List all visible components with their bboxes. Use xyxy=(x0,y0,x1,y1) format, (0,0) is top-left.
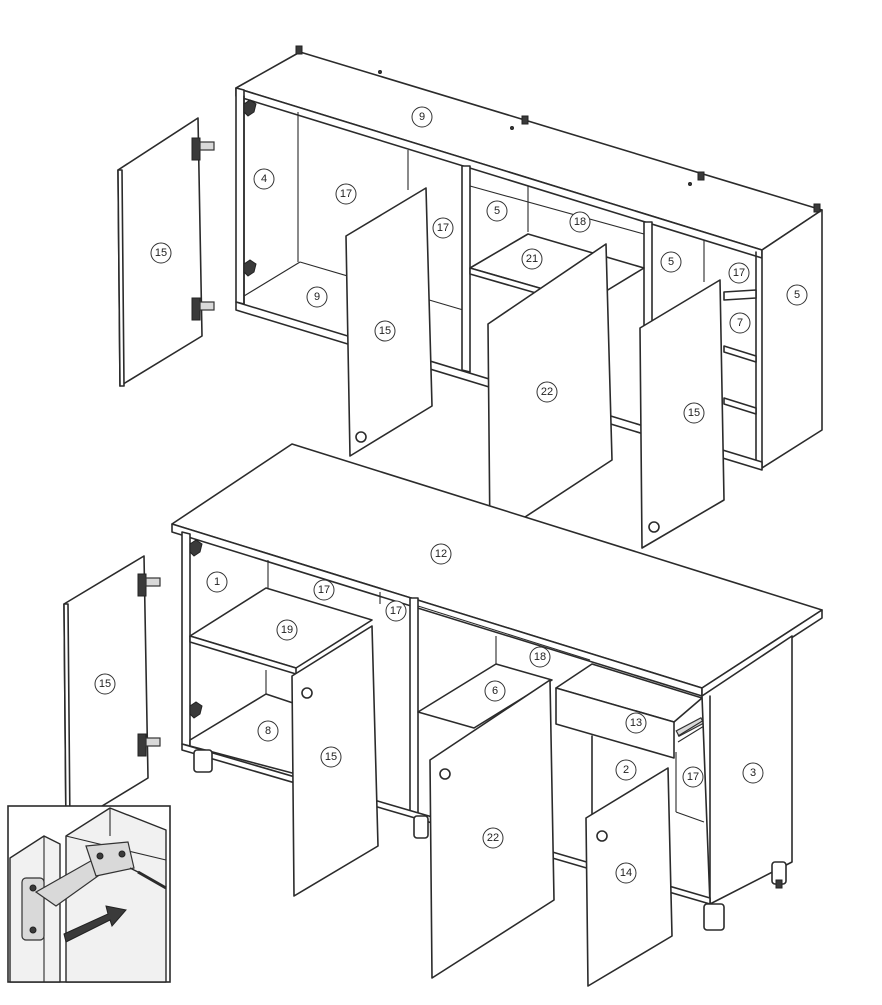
svg-text:15: 15 xyxy=(99,678,111,690)
part-marker: 1 xyxy=(206,571,228,593)
svg-text:2: 2 xyxy=(623,764,629,776)
upper-hinge-plates xyxy=(243,99,257,277)
part-marker: 18 xyxy=(569,211,591,233)
part-marker: 15 xyxy=(150,242,172,264)
part-marker: 17 xyxy=(335,183,357,205)
svg-text:17: 17 xyxy=(390,605,402,617)
part-marker: 8 xyxy=(257,720,279,742)
svg-text:13: 13 xyxy=(630,717,642,729)
svg-text:19: 19 xyxy=(281,624,293,636)
upper-top-panel xyxy=(235,51,823,251)
part-marker: 5 xyxy=(486,200,508,222)
svg-text:17: 17 xyxy=(318,584,330,596)
svg-text:15: 15 xyxy=(379,325,391,337)
svg-text:18: 18 xyxy=(574,216,586,228)
part-marker: 17 xyxy=(728,262,750,284)
part-marker: 9 xyxy=(411,106,433,128)
svg-text:9: 9 xyxy=(314,291,320,303)
svg-text:22: 22 xyxy=(541,386,553,398)
svg-text:9: 9 xyxy=(419,111,425,123)
svg-text:15: 15 xyxy=(688,407,700,419)
part-marker: 15 xyxy=(94,673,116,695)
svg-text:4: 4 xyxy=(261,173,267,185)
part-marker: 3 xyxy=(742,762,764,784)
svg-text:15: 15 xyxy=(155,247,167,259)
part-marker: 14 xyxy=(615,862,637,884)
part-marker: 9 xyxy=(306,286,328,308)
upper-right-side-panel xyxy=(761,209,823,469)
lower-shelf-6 xyxy=(417,663,553,729)
part-marker: 21 xyxy=(521,248,543,270)
part-marker: 17 xyxy=(385,600,407,622)
svg-text:12: 12 xyxy=(435,548,447,560)
push-arrow xyxy=(63,905,127,943)
svg-text:1: 1 xyxy=(214,576,220,588)
part-marker: 4 xyxy=(253,168,275,190)
svg-text:22: 22 xyxy=(487,832,499,844)
part-marker: 15 xyxy=(374,320,396,342)
svg-text:5: 5 xyxy=(494,205,500,217)
svg-text:21: 21 xyxy=(526,253,538,265)
lower-divider xyxy=(409,597,419,819)
legs xyxy=(193,749,787,931)
lower-left-door xyxy=(63,555,161,829)
upper-left-side-panel xyxy=(235,87,245,305)
part-marker: 7 xyxy=(729,312,751,334)
part-marker: 18 xyxy=(529,646,551,668)
part-markers: 9 4 17 15 17 5 18 21 5 17 5 7 9 15 22 15… xyxy=(94,106,808,884)
part-marker: 5 xyxy=(786,284,808,306)
svg-text:17: 17 xyxy=(733,267,745,279)
part-marker: 15 xyxy=(683,402,705,424)
part-marker: 19 xyxy=(276,619,298,641)
part-marker: 17 xyxy=(432,217,454,239)
part-marker: 12 xyxy=(430,543,452,565)
part-marker: 17 xyxy=(682,766,704,788)
upper-right-door xyxy=(639,279,725,549)
svg-text:17: 17 xyxy=(687,771,699,783)
part-marker: 17 xyxy=(313,579,335,601)
lower-left-side xyxy=(181,531,191,747)
part-marker: 13 xyxy=(625,712,647,734)
svg-text:18: 18 xyxy=(534,651,546,663)
part-marker: 22 xyxy=(482,827,504,849)
svg-text:5: 5 xyxy=(794,289,800,301)
svg-text:17: 17 xyxy=(340,188,352,200)
svg-text:7: 7 xyxy=(737,317,743,329)
part-marker: 6 xyxy=(484,680,506,702)
svg-text:5: 5 xyxy=(668,256,674,268)
hinge-detail-inset xyxy=(7,805,171,983)
upper-divider-1 xyxy=(461,165,471,373)
lower-cabinet xyxy=(171,443,823,931)
svg-text:3: 3 xyxy=(750,767,756,779)
part-marker: 15 xyxy=(320,746,342,768)
svg-text:15: 15 xyxy=(325,751,337,763)
part-marker: 2 xyxy=(615,759,637,781)
svg-text:6: 6 xyxy=(492,685,498,697)
part-marker: 22 xyxy=(536,381,558,403)
svg-text:8: 8 xyxy=(265,725,271,737)
svg-text:14: 14 xyxy=(620,867,632,879)
top-screws xyxy=(295,45,821,213)
svg-text:17: 17 xyxy=(437,222,449,234)
part-marker: 5 xyxy=(660,251,682,273)
